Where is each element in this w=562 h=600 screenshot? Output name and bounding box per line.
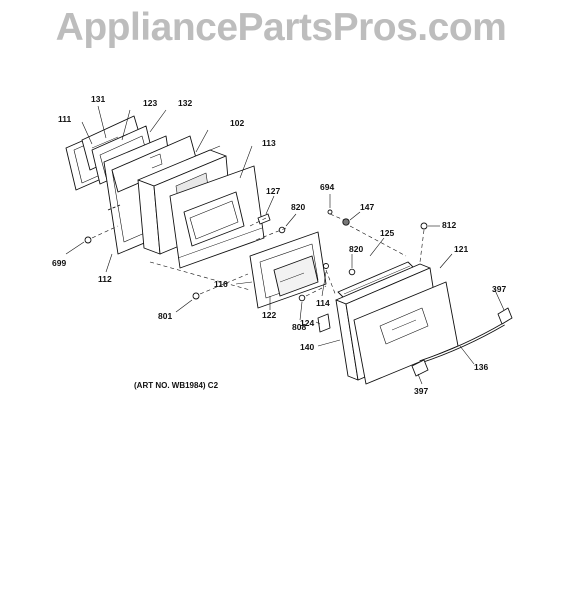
label-113: 113 xyxy=(262,138,276,148)
label-140: 140 xyxy=(300,342,314,352)
label-820-b: 820 xyxy=(349,244,363,254)
label-812: 812 xyxy=(442,220,456,230)
label-694: 694 xyxy=(320,182,334,192)
label-114: 114 xyxy=(316,298,330,308)
label-808: 808 xyxy=(292,322,306,332)
leader-lines xyxy=(65,105,505,385)
label-124: 124 xyxy=(300,318,314,328)
label-820-a: 820 xyxy=(291,202,305,212)
label-112: 112 xyxy=(98,274,112,284)
label-699: 699 xyxy=(52,258,66,268)
label-147: 147 xyxy=(360,202,374,212)
label-397-top: 397 xyxy=(492,284,506,294)
label-111: 111 xyxy=(58,114,72,124)
assembly-dashed-lines xyxy=(91,213,425,297)
part-113-inner-panel xyxy=(169,165,265,269)
part-397-end-cap-top xyxy=(497,307,513,325)
art-number-caption: (ART NO. WB1984) C2 xyxy=(134,381,219,390)
label-125: 125 xyxy=(380,228,394,238)
label-121: 121 xyxy=(454,244,468,254)
label-102: 102 xyxy=(230,118,244,128)
part-397-end-cap-bottom xyxy=(411,359,429,377)
label-132: 132 xyxy=(178,98,192,108)
label-397-bottom: 397 xyxy=(414,386,428,396)
label-131: 131 xyxy=(91,94,105,104)
watermark-logo: AppliancePartsPros.com xyxy=(55,6,507,49)
screw-fasteners xyxy=(84,209,428,302)
part-labels: 131 123 111 132 102 113 127 694 820 147 … xyxy=(52,94,506,396)
label-123: 123 xyxy=(143,98,157,108)
label-801: 801 xyxy=(158,311,172,321)
label-116: 116 xyxy=(214,279,228,289)
label-122: 122 xyxy=(262,310,276,320)
part-124-bracket xyxy=(317,313,331,333)
part-122-window-glass xyxy=(273,255,319,297)
label-136: 136 xyxy=(474,362,488,372)
part-136-handle xyxy=(419,322,505,364)
label-127: 127 xyxy=(266,186,280,196)
